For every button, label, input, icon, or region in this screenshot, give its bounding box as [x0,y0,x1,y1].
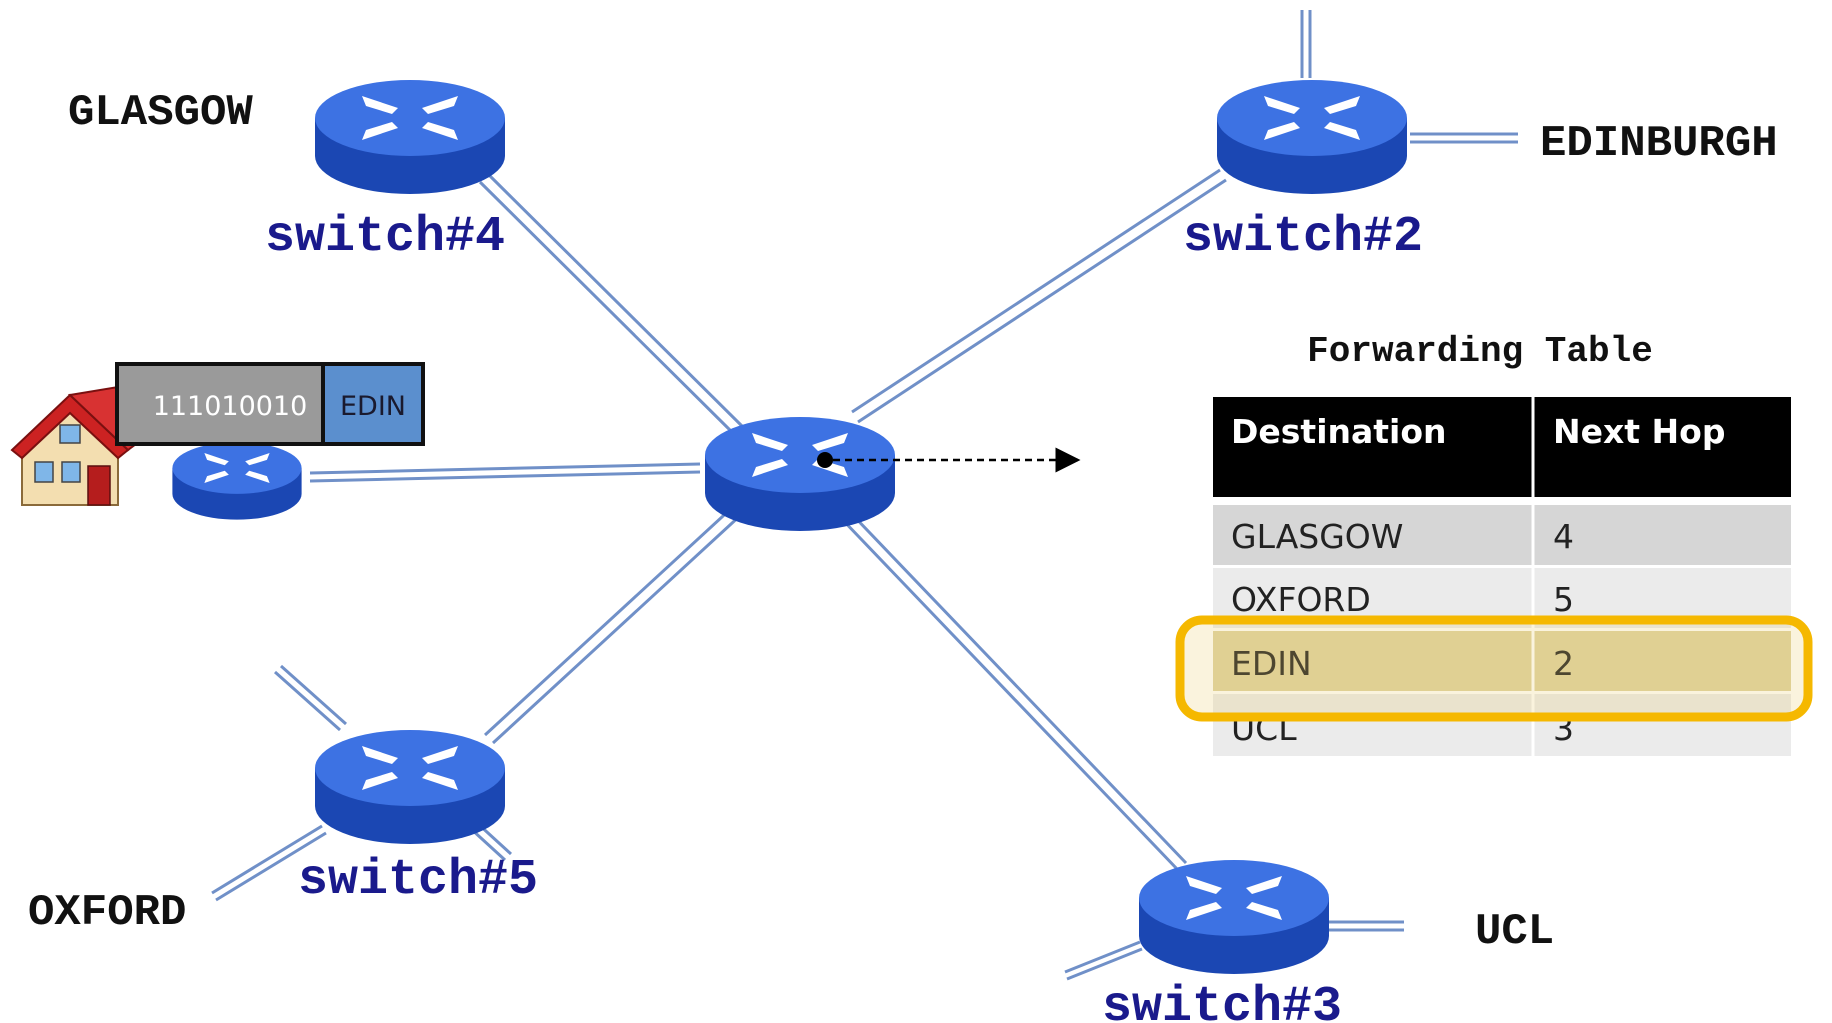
cell-hop-edin: 2 [1553,644,1574,683]
link-switch5-upleft [274,664,347,732]
cell-dest-glasgow: GLASGOW [1231,517,1403,556]
link-center-home [309,462,701,483]
switch-label-4: switch#4 [265,209,505,266]
cell-hop-oxford: 5 [1553,580,1574,619]
router-home-icon [172,442,302,520]
router-center-icon [705,417,895,531]
link-switch2-edinburgh [1410,132,1518,144]
cell-hop-glasgow: 4 [1553,517,1574,556]
packet-dest: EDIN [340,391,406,422]
router-switch4-icon [315,80,505,194]
link-center-switch5 [483,503,745,745]
table-row [1213,631,1791,691]
arrow-origin-dot [817,452,833,468]
highlight-frame [1175,615,1813,722]
link-center-switch2 [851,168,1227,424]
router-switch2-icon [1217,80,1407,194]
link-switch3-ucl [1328,920,1404,932]
city-oxford: OXFORD [28,888,186,938]
city-ucl: UCL [1475,907,1554,957]
link-switch5-oxford [211,824,327,902]
router-switch5-icon [315,730,505,844]
table-row [1213,694,1791,756]
table-title: Forwarding Table [1307,331,1653,372]
table-header-destination: Destination [1231,412,1447,451]
table-row [1213,505,1791,565]
city-glasgow: GLASGOW [68,88,253,138]
link-center-switch3 [836,506,1188,872]
cell-dest-oxford: OXFORD [1231,580,1371,619]
packet: 111010010 EDIN [115,362,425,446]
link-switch2-up [1300,10,1312,78]
cell-dest-edin: EDIN [1231,644,1312,683]
packet-bits-box [115,362,325,446]
packet-dest-box [321,362,425,446]
packet-bits: 111010010 [153,391,308,422]
switch-label-5: switch#5 [298,852,538,909]
table-header-row [1213,397,1791,497]
switch-label-2: switch#2 [1183,209,1423,266]
links [211,10,1518,981]
router-switch3-icon [1139,860,1329,974]
switch-label-3: switch#3 [1102,979,1342,1023]
table-header-next-hop: Next Hop [1553,412,1725,451]
forwarding-table: Forwarding Table Destination Next Hop GL… [1175,331,1813,756]
link-center-switch4 [478,172,750,442]
link-switch3-left [1064,940,1143,981]
city-edinburgh: EDINBURGH [1540,119,1778,169]
